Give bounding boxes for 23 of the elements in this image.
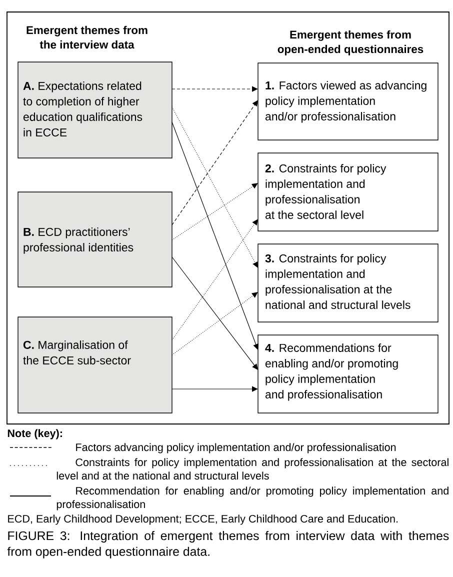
arrow: [172, 292, 258, 356]
legend-title: Note (key):: [8, 429, 62, 440]
figure-caption: FIGURE 3: Integration of emergent themes from interview data with themes from open-ended questionnaire data.: [7, 531, 449, 558]
theme-box: 3. Constraints for policy implementation and professionalisation at the national and structural levels: [258, 244, 438, 322]
theme-box: 2. Constraints for policy implementation and professionalisation at the sectoral level: [258, 152, 438, 232]
legend-text: Factors advancing policy implementation and/or professionalisation: [76, 443, 396, 454]
theme-box: 1. Factors viewed as advancing policy implementation and/or professionalisation: [258, 62, 438, 140]
legend-text: Constraints for policy implementation and professionalisation at the sectoral level and at the national and structural levels: [56, 458, 448, 480]
column-heading: Emergent themes from the interview data: [26, 26, 148, 49]
theme-box: A. Expectations related to completion of higher education qualifications in ECCE: [18, 62, 172, 158]
arrow: [172, 386, 258, 392]
abbreviation-note: ECD, Early Childhood Development; ECCE, Early Childhood Care and Education.: [8, 514, 398, 525]
arrow: [172, 122, 259, 350]
arrow: [172, 219, 258, 340]
arrow: [172, 100, 258, 226]
arrow: [172, 183, 258, 240]
arrow: [172, 256, 258, 370]
arrow: [172, 106, 258, 268]
theme-box: C. Marginalisation of the ECCE sub-sector: [18, 316, 172, 414]
legend-text: Recommendation for enabling and/or promoting policy implementation and professionalisation: [56, 486, 448, 510]
arrow: [172, 86, 258, 92]
theme-box: 4. Recommendations for enabling and/or promoting policy implementation and professionalisation: [258, 334, 438, 414]
theme-box: B. ECD practitioners’ professional identities: [18, 192, 172, 288]
